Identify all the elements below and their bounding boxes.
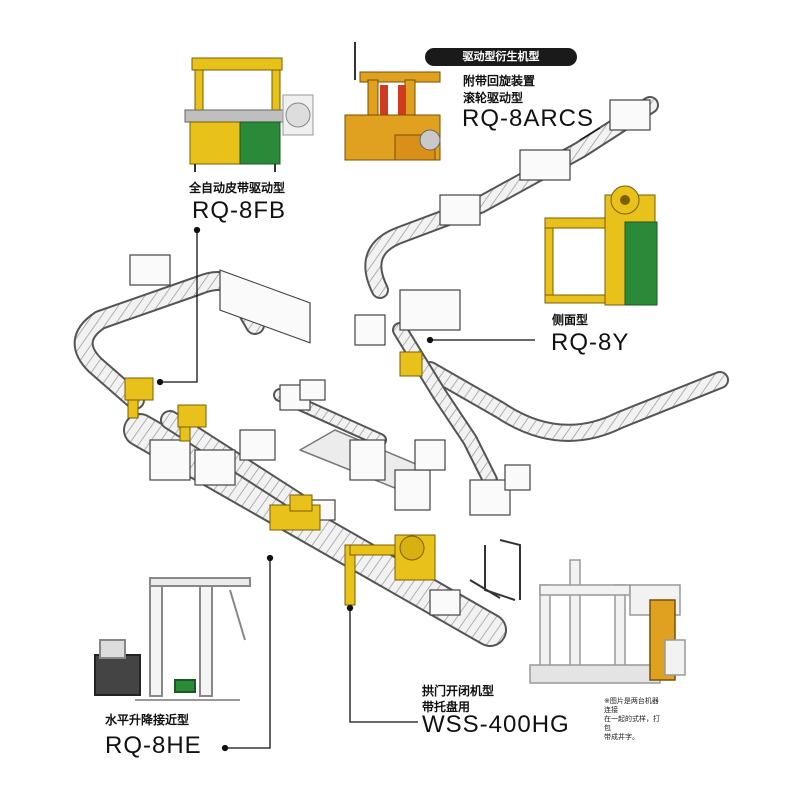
rq8he-desc: 水平升降接近型	[105, 713, 190, 727]
rq8he-machine-image	[94, 577, 251, 701]
yellow-strapping-units	[124, 351, 436, 606]
derivative-models-badge: 驱动型衍生机型	[425, 48, 577, 66]
rq8arcs-desc-1: 附带回旋装置	[463, 74, 536, 88]
wss400hg-desc-1: 拱门开闭机型	[422, 684, 495, 698]
equipment-outlines	[129, 99, 651, 616]
rq8y-machine-image	[544, 185, 658, 306]
rq8fb-model: RQ-8FB	[192, 197, 287, 224]
photo-note: ※图片是两台机器连接 在一起的式样，打包 带成井字。	[604, 697, 664, 742]
photo-note-line-1: ※图片是两台机器连接	[604, 697, 659, 714]
rq8he-model: RQ-8HE	[105, 732, 202, 759]
rq8arcs-model: RQ-8ARCS	[462, 105, 595, 132]
wss400hg-model: WSS-400HG	[422, 711, 570, 738]
rq8arcs-machine-image	[344, 42, 441, 161]
photo-note-line-2: 在一起的式样，打包	[604, 715, 660, 732]
rq8y-model: RQ-8Y	[551, 329, 630, 356]
rq8fb-desc: 全自动皮带驱动型	[189, 181, 286, 195]
pallet-truck	[469, 539, 521, 601]
rq8y-desc: 侧面型	[552, 313, 589, 327]
wss400hg-desc-2: 带托盘用	[422, 700, 471, 714]
leader-lines	[156, 127, 601, 752]
rq8fb-machine-image	[184, 57, 314, 172]
photo-note-line-3: 带成井字。	[604, 733, 639, 741]
rq8arcs-desc-2: 滚轮驱动型	[463, 91, 524, 105]
wss400hg-machine-image	[529, 559, 686, 684]
